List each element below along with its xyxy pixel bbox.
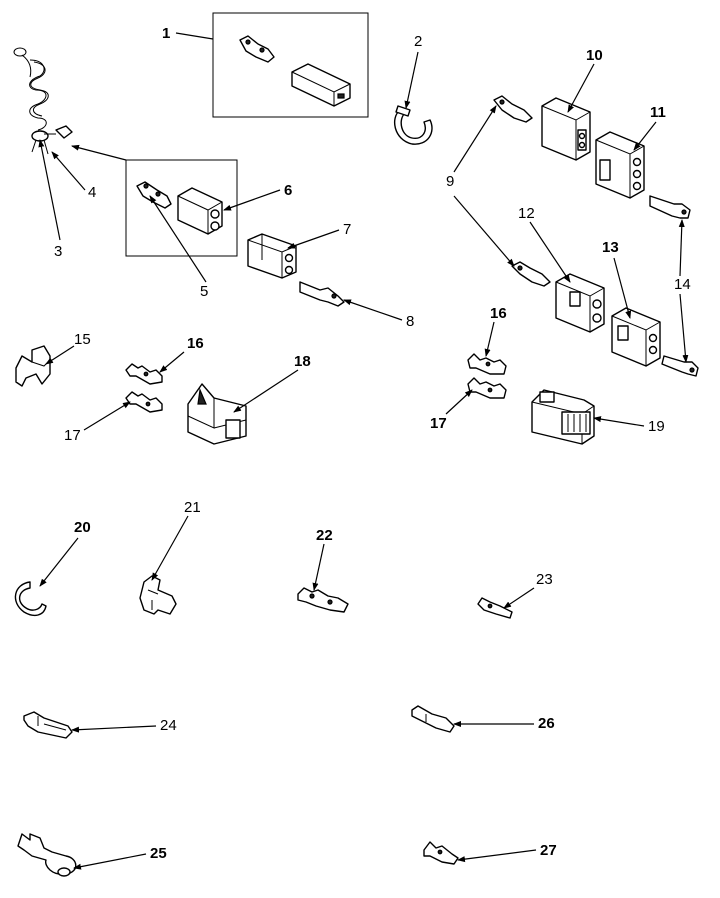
part-9-pin-upper: [493, 95, 533, 123]
part-15-clip: [15, 345, 51, 387]
callout-23: 23: [536, 571, 553, 588]
callout-10: 10: [586, 47, 603, 64]
callout-2: 2: [414, 33, 422, 50]
callout-20: 20: [74, 519, 91, 536]
part-23-terminal: [477, 597, 513, 619]
callout-25: 25: [150, 845, 167, 862]
part-20-ring-clip: [14, 581, 47, 617]
callout-26: 26: [538, 715, 555, 732]
kit-5-6-box: [125, 159, 238, 257]
callout-3: 3: [54, 243, 62, 260]
callout-9: 9: [446, 173, 454, 190]
callout-24: 24: [160, 717, 177, 734]
callout-7: 7: [343, 221, 351, 238]
callout-27: 27: [540, 842, 557, 859]
part-16-terminal-left: [125, 363, 163, 385]
part-2-clamp: [393, 105, 433, 145]
callout-14: 14: [674, 276, 691, 293]
part-17-terminal-left: [125, 391, 163, 413]
part-16-terminal-right: [467, 353, 507, 375]
callout-22: 22: [316, 527, 333, 544]
part-3-cord-assembly: [13, 47, 73, 155]
callout-16-right: 16: [490, 305, 507, 322]
part-1-connector-block: [291, 63, 351, 107]
part-8-pin: [299, 281, 345, 307]
part-25-ring-terminal: [17, 833, 77, 877]
part-12-connector: [555, 273, 605, 333]
callout-12: 12: [518, 205, 535, 222]
callout-18: 18: [294, 353, 311, 370]
callout-15: 15: [74, 331, 91, 348]
part-10-connector: [541, 97, 591, 161]
callout-11: 11: [650, 104, 666, 121]
callout-13: 13: [602, 239, 619, 256]
part-14-pin-lower: [661, 355, 699, 377]
part-17-terminal-right: [467, 377, 507, 399]
part-21-clip: [139, 575, 177, 615]
part-1-terminal: [239, 35, 275, 63]
callout-1: 1: [162, 25, 170, 42]
part-24-spade: [23, 711, 73, 739]
part-9-pin-lower: [511, 261, 551, 287]
part-6-connector: [177, 187, 223, 235]
callout-16-left: 16: [187, 335, 204, 352]
callout-5: 5: [200, 283, 208, 300]
part-14-pin-upper: [649, 195, 691, 219]
part-27-terminal: [423, 841, 459, 865]
part-13-connector: [611, 307, 661, 367]
part-22-terminal: [297, 587, 349, 613]
callout-21: 21: [184, 499, 201, 516]
callout-8: 8: [406, 313, 414, 330]
part-11-connector: [595, 131, 645, 199]
callout-17-left: 17: [64, 427, 81, 444]
part-5-terminal: [136, 181, 172, 209]
part-7-connector: [247, 233, 297, 279]
callout-6: 6: [284, 182, 292, 199]
callout-17-right: 17: [430, 415, 447, 432]
part-26-receptacle: [411, 705, 455, 733]
kit-1-box: [212, 12, 369, 118]
callout-19: 19: [648, 418, 665, 435]
part-18-housing: [187, 383, 247, 445]
part-19-housing: [531, 389, 595, 445]
callout-4: 4: [88, 184, 96, 201]
